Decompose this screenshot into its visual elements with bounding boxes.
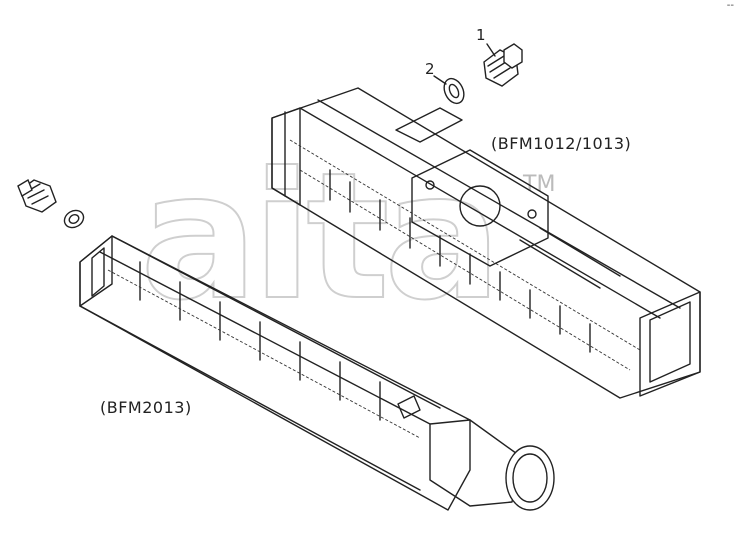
leader-line-1 [486,43,496,57]
upper-manifold [271,87,701,399]
corner-mark: -- [726,0,734,11]
callout-number-2: 2 [425,60,435,78]
plug-fitting-upper [483,43,523,87]
lower-manifold [79,235,555,511]
seal-ring-lower [63,209,85,229]
seal-ring-upper [443,77,465,105]
callout-number-1: 1 [476,26,486,44]
watermark-logo: aita [139,136,503,339]
leader-line-2 [433,75,447,85]
variant-label-lower: (BFM2013) [100,398,192,417]
plug-fitting-lower [17,178,57,213]
variant-label-upper: (BFM1012/1013) [491,134,632,153]
